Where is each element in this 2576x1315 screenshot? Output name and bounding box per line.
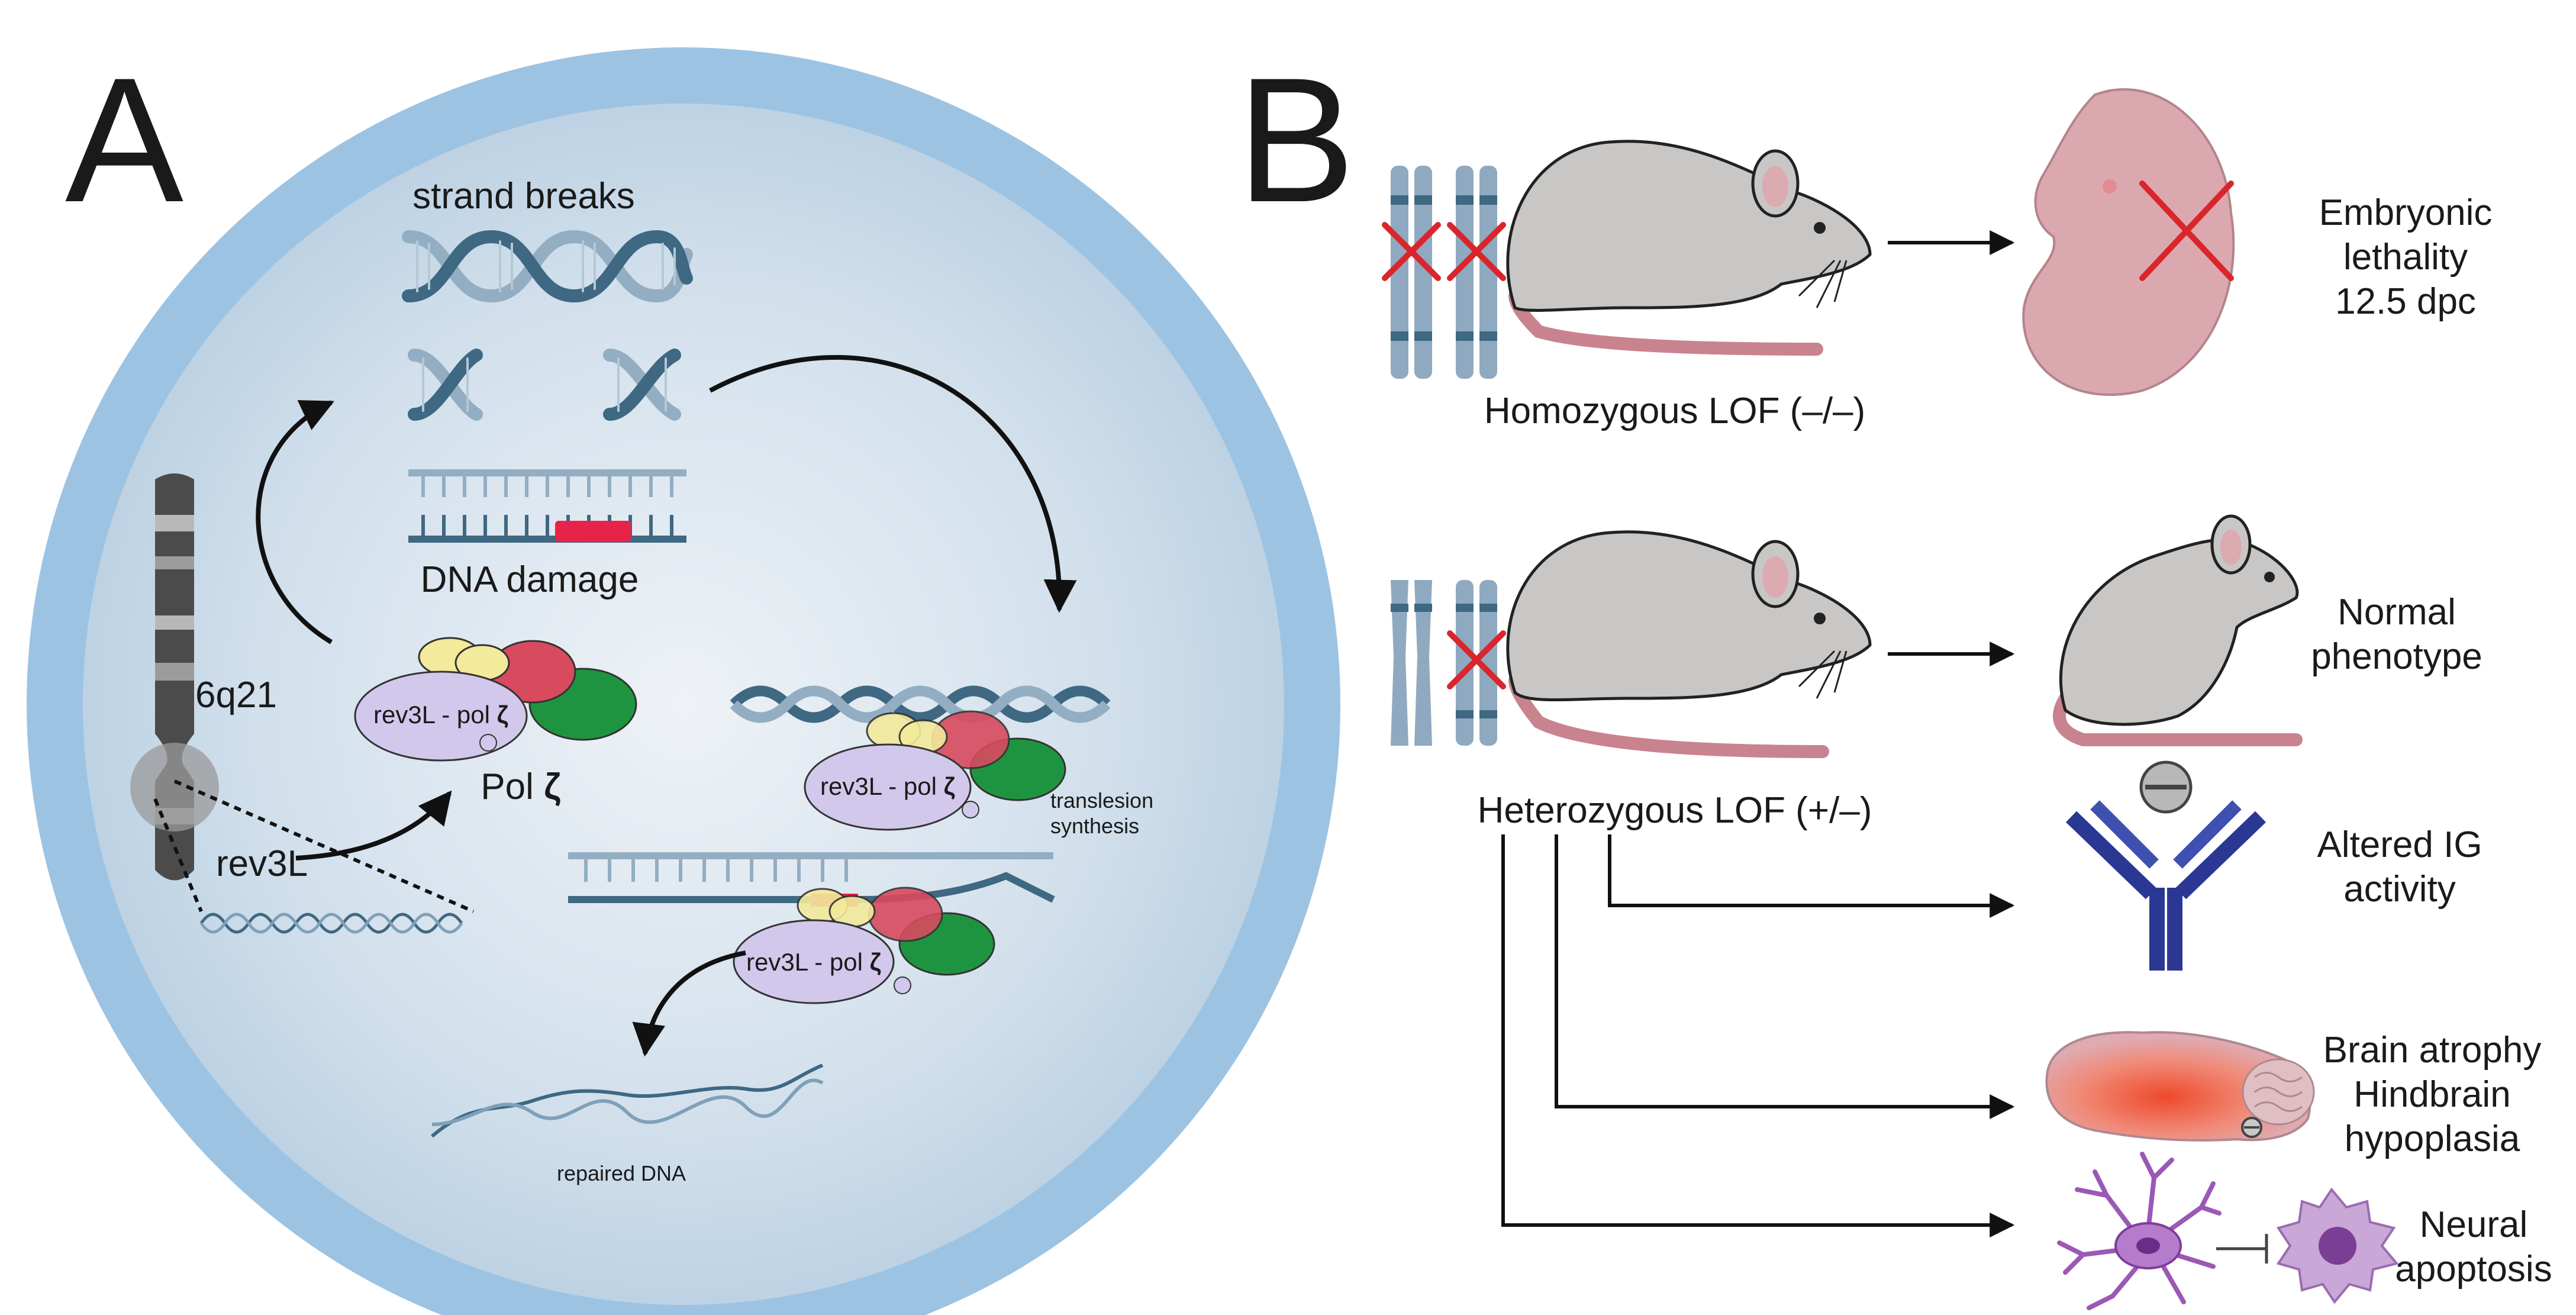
intact-dna-helix — [402, 230, 693, 303]
effect-neural-line2: apoptosis — [2395, 1249, 2552, 1290]
repair-pol-complex: rev3L - pol ζ — [733, 887, 995, 1004]
zoom-line — [173, 779, 475, 913]
embryo-cross-icon — [2139, 181, 2234, 281]
label-tls-pol-complex: rev3L - pol ζ — [820, 772, 955, 800]
normal-outcome-text: Normal phenotype — [2311, 592, 2482, 677]
label-synthesis: synthesis — [1050, 814, 1139, 838]
effect-ig-line2: activity — [2343, 869, 2455, 910]
label-strand-breaks: strand breaks — [412, 176, 635, 217]
pol-zeta-complex: rev3L - pol ζ — [354, 637, 637, 762]
cell-nucleus — [83, 104, 1284, 1305]
damaged-dna-ladder — [408, 469, 686, 543]
panel-a: A strand breaks — [27, 40, 1340, 1315]
neuron-icon — [2057, 1152, 2222, 1310]
outcome-lethality: lethality — [2343, 237, 2468, 278]
arrow-gene-to-pol — [295, 790, 452, 860]
effect-neural-text: Neural apoptosis — [2395, 1204, 2552, 1290]
heterozygous-mouse-icon — [1506, 530, 1872, 758]
label-repair-pol-complex: rev3L - pol ζ — [746, 948, 881, 976]
tls-pol-complex: rev3L - pol ζ — [804, 710, 1066, 831]
outcome-dpc: 12.5 dpc — [2335, 281, 2476, 322]
homozygous-chromosomes — [1382, 166, 1506, 379]
label-pol-zeta: Pol ζ — [481, 766, 560, 807]
arrow-to-repaired — [632, 950, 746, 1057]
dna-lesion — [555, 521, 631, 542]
outcome-normal: Normal — [2338, 592, 2456, 633]
label-locus: 6q21 — [195, 675, 277, 715]
chromosome-6 — [130, 473, 219, 881]
homozygous-mouse-icon — [1506, 140, 1872, 356]
brain-icon — [2045, 1031, 2315, 1142]
heterozygous-chromosomes — [1391, 580, 1506, 746]
effect-branches — [1501, 834, 2015, 1237]
heterozygous-cross-icon — [1447, 630, 1506, 689]
embryo-icon — [2022, 88, 2235, 397]
arrow-pol-to-damage — [256, 400, 335, 644]
label-homozygous: Homozygous LOF (–/–) — [1484, 391, 1865, 431]
tls-dna-helix — [730, 685, 1111, 723]
effect-brain-text: Brain atrophy Hindbrain hypoplasia — [2323, 1030, 2542, 1159]
label-heterozygous: Heterozygous LOF (+/–) — [1478, 790, 1872, 831]
broken-dna-helix — [408, 349, 681, 421]
locus-highlight — [130, 743, 219, 831]
effect-brain-line1: Brain atrophy — [2323, 1030, 2542, 1071]
repaired-dna-helix — [431, 1063, 824, 1138]
outcome-embryonic: Embryonic — [2319, 192, 2493, 233]
effect-brain-line3: hypoplasia — [2345, 1119, 2520, 1159]
label-dna-damage: DNA damage — [421, 559, 639, 600]
arrow-breaks-to-tls — [709, 354, 1077, 613]
gene-dna-helix — [199, 913, 463, 934]
effect-ig-text: Altered IG activity — [2317, 824, 2482, 910]
effect-brain-line2: Hindbrain — [2353, 1074, 2510, 1115]
effect-neural-line1: Neural — [2420, 1204, 2528, 1245]
normal-mouse-icon — [2053, 514, 2303, 746]
homozygous-outcome-text: Embryonic lethality 12.5 dpc — [2319, 192, 2493, 322]
panel-b: B Homozygous LOF ( — [1237, 40, 2552, 1310]
antibody-icon — [2065, 760, 2267, 971]
label-gene: rev3L — [216, 843, 308, 884]
label-pol-complex: rev3L - pol ζ — [373, 701, 508, 729]
panel-a-letter: A — [65, 40, 185, 239]
apoptotic-neuron-icon — [2276, 1187, 2399, 1304]
panel-b-letter: B — [1237, 40, 1355, 239]
homozygous-cross-icon — [1382, 222, 1506, 281]
label-repaired-dna: repaired DNA — [557, 1161, 686, 1185]
label-translesion: translesion — [1050, 788, 1153, 813]
effect-ig-line1: Altered IG — [2317, 824, 2482, 865]
outcome-phenotype: phenotype — [2311, 636, 2482, 677]
